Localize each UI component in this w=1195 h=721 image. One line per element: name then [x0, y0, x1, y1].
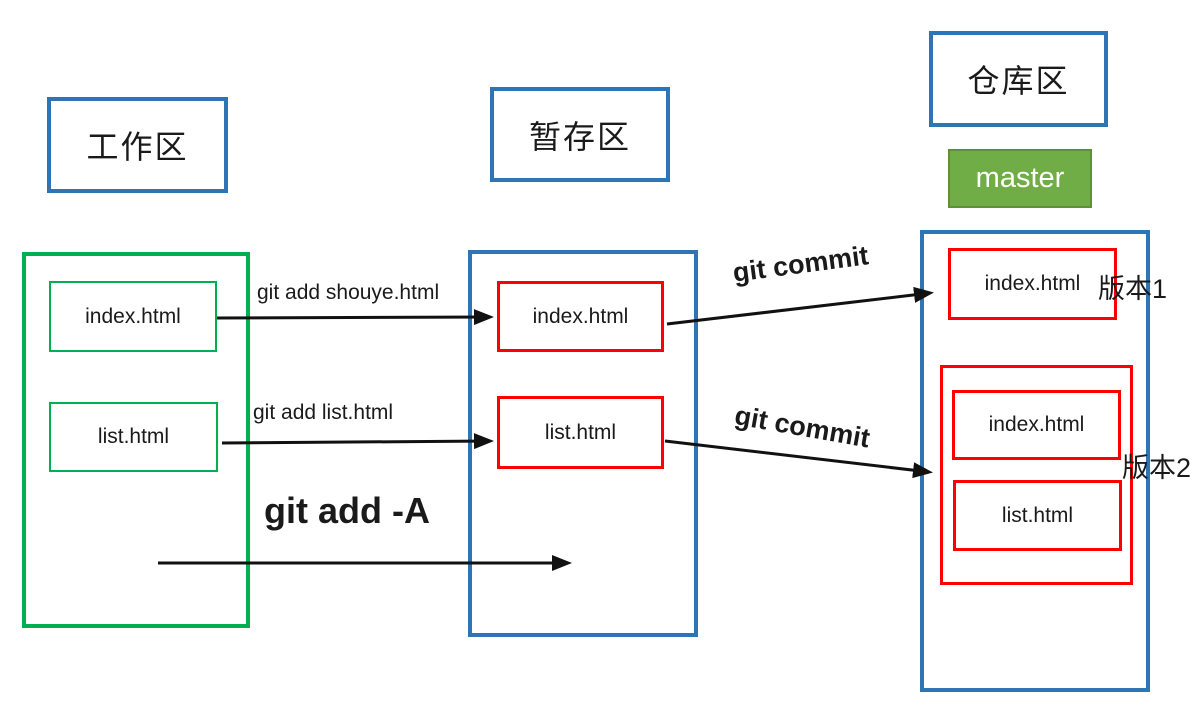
command-label-add-index: git add shouye.html [257, 281, 440, 304]
command-label-commit-v2: git commit [732, 400, 873, 454]
file-name: index.html [532, 304, 629, 328]
file-name: list.html [544, 420, 617, 444]
file-box-staging-list: list.html [497, 396, 664, 469]
command-label-add-all: git add -A [264, 490, 430, 531]
zone-box-staging: 暂存区 [490, 87, 670, 182]
file-box-working-index: index.html [49, 281, 217, 352]
zone-title-working: 工作区 [86, 129, 189, 165]
file-name: index.html [988, 413, 1085, 436]
file-name: index.html [984, 272, 1081, 295]
version-group-box-v2 [940, 365, 1133, 585]
command-label-commit-v1: git commit [730, 240, 871, 288]
version-tag-1: 版本1 [1098, 274, 1168, 304]
file-box-repo-v1-index: index.html [948, 248, 1117, 320]
file-name: list.html [1001, 503, 1074, 527]
file-box-repo-v2-list: list.html [953, 480, 1122, 551]
file-box-working-list: list.html [49, 402, 218, 472]
zone-box-working: 工作区 [47, 97, 228, 193]
branch-name: master [975, 162, 1065, 194]
arrow-git-commit-v2 [664, 439, 933, 479]
zone-box-repository: 仓库区 [929, 31, 1108, 127]
zone-title-staging: 暂存区 [528, 118, 631, 155]
arrow-git-add-index [216, 309, 494, 326]
file-name: list.html [97, 425, 170, 448]
command-label-add-list: git add list.html [253, 401, 394, 424]
version-tag-2: 版本2 [1122, 453, 1192, 483]
branch-badge-master: master [948, 149, 1092, 208]
file-name: index.html [85, 304, 181, 328]
zone-title-repository: 仓库区 [967, 63, 1070, 99]
arrow-git-add-list [221, 433, 494, 450]
file-box-staging-index: index.html [497, 281, 664, 352]
file-box-repo-v2-index: index.html [952, 390, 1121, 460]
arrow-git-commit-v1 [666, 286, 934, 326]
